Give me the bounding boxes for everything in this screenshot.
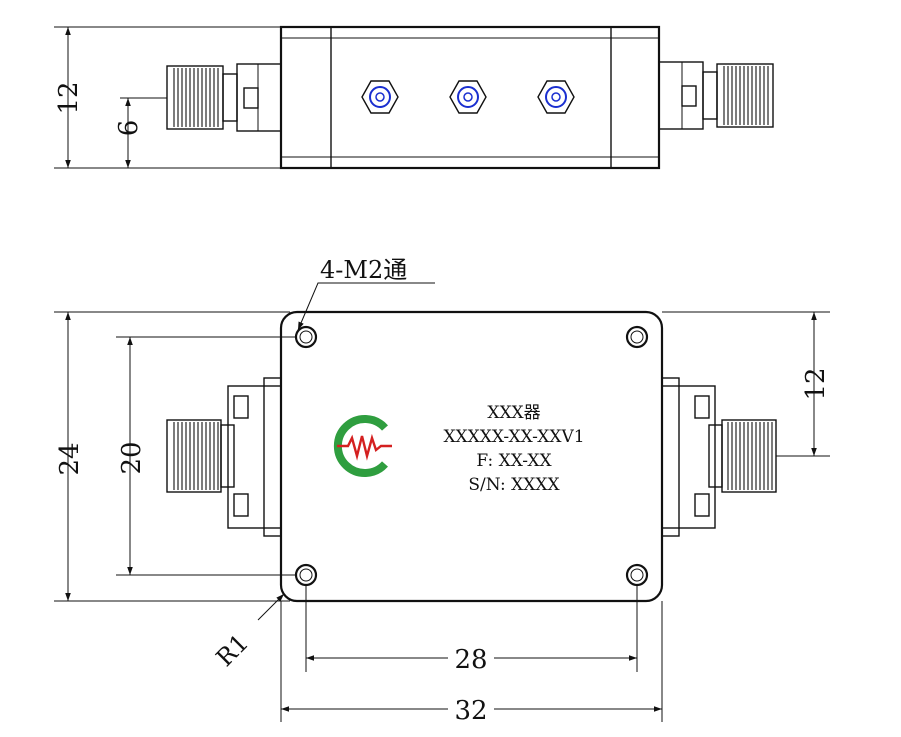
dim-top-offset: 6 (114, 120, 144, 137)
mounting-hole (625, 563, 649, 587)
mounting-hole (625, 325, 649, 349)
hole-callout-leader (297, 282, 435, 331)
label-line-2: XXXXX-XX-XXV1 (443, 427, 584, 447)
dim-radius: R1 (211, 629, 254, 672)
side-view: 12 6 (54, 25, 774, 170)
dim-hole-spacing-h: 28 (454, 645, 487, 675)
company-logo (333, 415, 392, 477)
sma-connector-plan-right (661, 377, 777, 537)
side-view-body (279, 25, 661, 170)
dim-connector-offset: 12 (801, 367, 831, 400)
label-line-3: F: XX-XX (476, 451, 552, 471)
hole-callout: 4-M2通 (320, 256, 407, 284)
dim-hole-spacing-v: 20 (117, 441, 147, 474)
plan-view: XXX器 XXXXX-XX-XXV1 F: XX-XX S/N: XXXX 4-… (54, 256, 831, 726)
sma-connector-right (658, 61, 774, 130)
sma-connector-plan-left (166, 377, 282, 537)
mounting-hole (294, 325, 318, 349)
tuning-screw (361, 80, 399, 114)
mounting-hole (294, 563, 318, 587)
label-line-1: XXX器 (487, 403, 540, 423)
dim-top-height: 12 (54, 81, 84, 114)
sma-connector-left (166, 63, 282, 132)
radius-leader (257, 593, 285, 621)
tuning-screw (449, 80, 487, 114)
tuning-screw (537, 80, 575, 114)
label-line-4: S/N: XXXX (468, 475, 560, 495)
dim-overall-width: 32 (454, 696, 487, 726)
dim-overall-height: 24 (55, 442, 85, 475)
